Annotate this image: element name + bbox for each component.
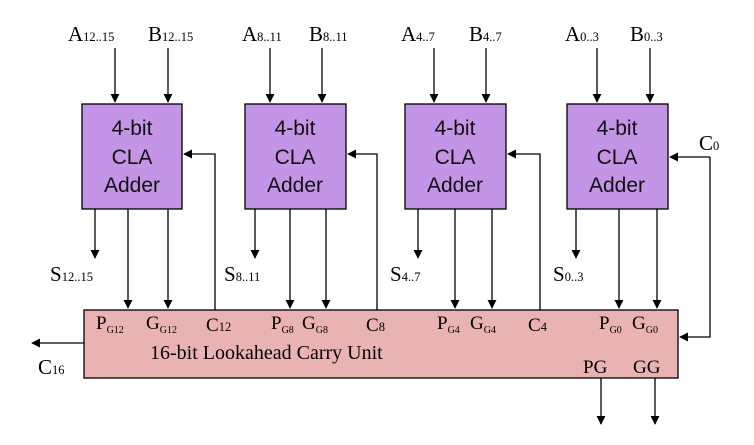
input-b-label: B4..7: [469, 22, 502, 46]
adder-line2: CLA: [112, 146, 153, 169]
input-b-label: B12..15: [148, 22, 193, 46]
adder-line3: Adder: [427, 174, 483, 197]
input-a-label: A0..3: [565, 22, 599, 46]
adder-line1: 4-bit: [275, 117, 316, 140]
lookahead-carry-unit: [83, 309, 679, 379]
sum-label: S0..3: [553, 262, 583, 286]
gg-label: GG: [633, 357, 661, 378]
port-c12: C12: [206, 315, 231, 336]
input-a-label: A8..11: [242, 22, 282, 46]
c0-label: C0: [699, 131, 719, 155]
pg-label: PG: [583, 357, 608, 378]
port-gg4: GG4: [470, 313, 496, 336]
adder-box: [404, 103, 507, 210]
port-c8: C8: [366, 315, 385, 336]
input-a-label: A12..15: [68, 22, 114, 46]
adder-line3: Adder: [589, 174, 645, 197]
port-gg0: GG0: [632, 313, 658, 336]
port-pg0: PG0: [599, 313, 622, 336]
adder-line1: 4-bit: [112, 117, 153, 140]
adder-line2: CLA: [597, 146, 638, 169]
input-a-label: A4..7: [401, 22, 435, 46]
port-c4: C4: [528, 315, 548, 336]
adder-line3: Adder: [104, 174, 160, 197]
port-gg8: GG8: [302, 313, 328, 336]
adder-line2: CLA: [275, 146, 316, 169]
adder-box: [566, 103, 669, 210]
adder-line1: 4-bit: [597, 117, 638, 140]
port-pg8: PG8: [271, 313, 294, 336]
adder-line3: Adder: [267, 174, 323, 197]
sum-label: S8..11: [224, 262, 260, 286]
input-b-label: B8..11: [309, 22, 348, 46]
sum-label: S4..7: [390, 262, 420, 286]
adder-8-11: 4-bit CLA Adder A8..11 B8..11 S8..11: [224, 22, 378, 310]
adder-line2: CLA: [435, 146, 476, 169]
adder-box: [244, 103, 347, 210]
port-pg12: PG12: [96, 313, 124, 336]
adder-box: [81, 103, 183, 210]
unit-ports: PG12 GG12 C12 PG8 GG8 C8 PG4 GG4 C4 PG0 …: [96, 313, 658, 336]
input-b-label: B0..3: [630, 22, 663, 46]
adder-line1: 4-bit: [435, 117, 476, 140]
adder-12-15: 4-bit CLA Adder A12..15 B12..15 S12..15: [50, 22, 216, 310]
adder-4-7: 4-bit CLA Adder A4..7 B4..7 S4..7: [390, 22, 541, 310]
c16-label: C16: [38, 355, 65, 379]
port-pg4: PG4: [437, 313, 460, 336]
sum-label: S12..15: [50, 262, 93, 286]
port-gg12: GG12: [146, 313, 177, 336]
adder-0-3: 4-bit CLA Adder A0..3 B0..3 S0..3: [553, 22, 669, 309]
unit-title: 16-bit Lookahead Carry Unit: [150, 342, 383, 364]
